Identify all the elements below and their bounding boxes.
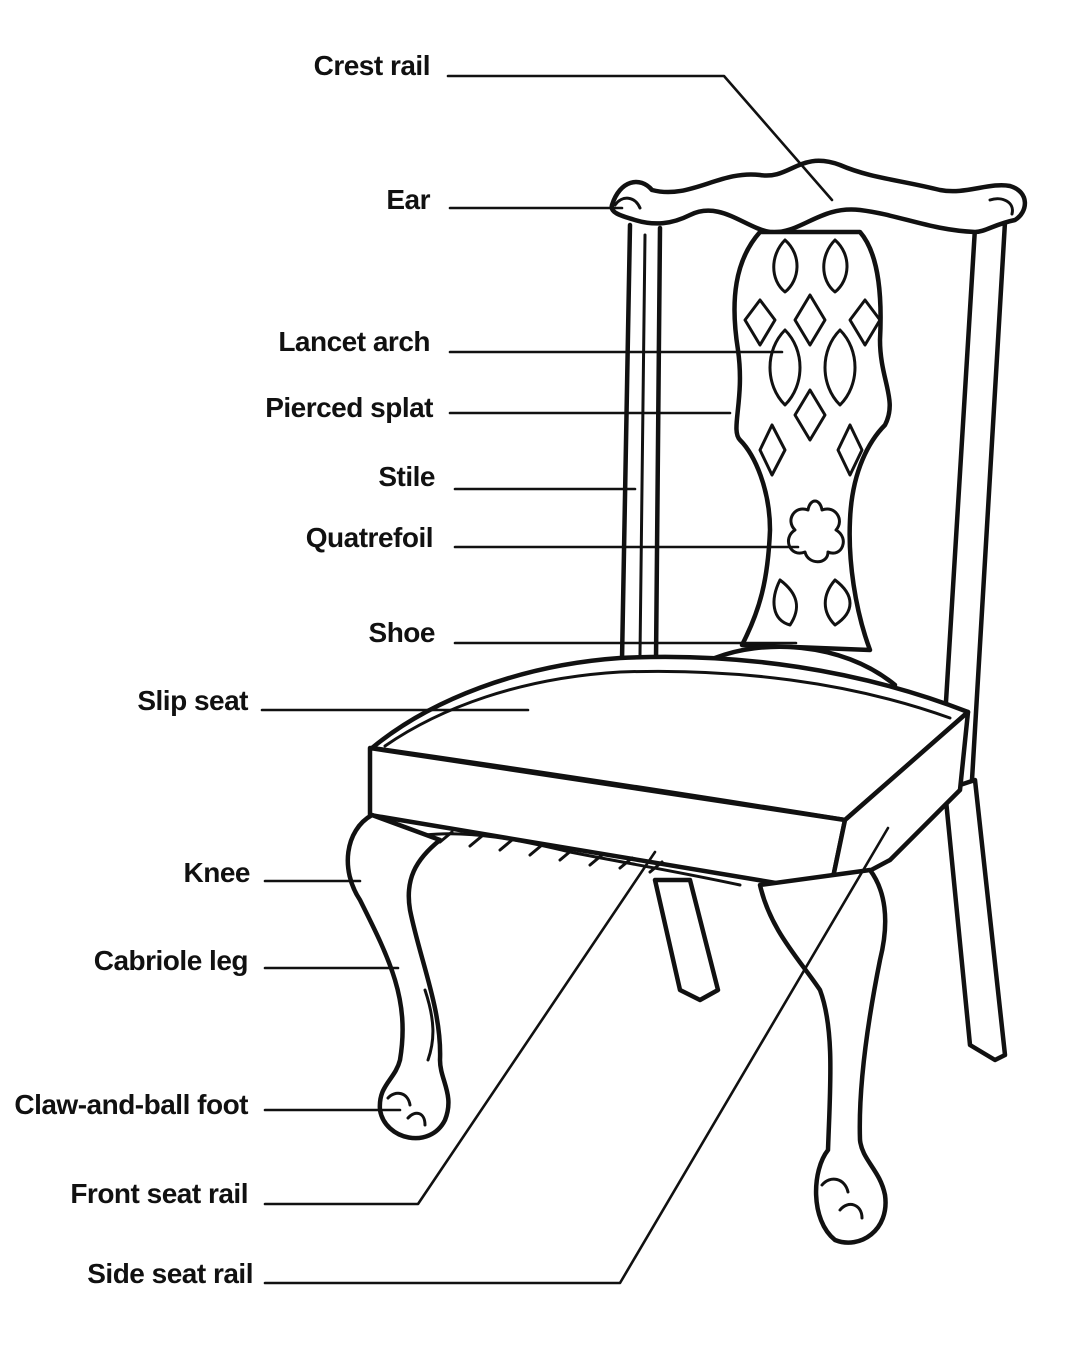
label-quatrefoil: Quatrefoil bbox=[306, 522, 433, 553]
quatrefoil bbox=[787, 499, 845, 564]
chippendale-chair-illustration bbox=[345, 158, 1028, 1245]
label-ear: Ear bbox=[386, 184, 430, 215]
label-lancet-arch: Lancet arch bbox=[278, 326, 430, 357]
ear-right bbox=[988, 197, 1014, 216]
label-front-seat-rail: Front seat rail bbox=[70, 1178, 248, 1209]
stile-right bbox=[942, 219, 1008, 783]
crest-rail bbox=[609, 158, 1028, 235]
label-shoe: Shoe bbox=[369, 617, 435, 648]
label-knee: Knee bbox=[184, 857, 250, 888]
label-pierced-splat: Pierced splat bbox=[265, 392, 433, 423]
label-claw-and-ball-foot: Claw-and-ball foot bbox=[14, 1089, 248, 1120]
label-crest-rail: Crest rail bbox=[314, 50, 430, 81]
knee-highlight bbox=[423, 988, 435, 1062]
pierced-splat bbox=[732, 229, 892, 653]
leader-front-seat-rail bbox=[263, 850, 657, 1206]
shoe bbox=[712, 644, 898, 688]
leader-crest-rail bbox=[446, 74, 834, 202]
stile-left bbox=[619, 222, 663, 663]
back-left-leg bbox=[652, 877, 721, 1003]
label-side-seat-rail: Side seat rail bbox=[87, 1258, 253, 1289]
label-stile: Stile bbox=[378, 461, 435, 492]
label-cabriole-leg: Cabriole leg bbox=[94, 945, 248, 976]
part-labels: Crest rail Ear Lancet arch Pierced splat… bbox=[14, 50, 435, 1289]
cabriole-leg-front-right bbox=[757, 867, 888, 1245]
cabriole-leg-front-left bbox=[345, 812, 451, 1141]
claw-and-ball-foot-right bbox=[820, 1177, 864, 1220]
label-slip-seat: Slip seat bbox=[137, 685, 248, 716]
back-right-leg bbox=[942, 777, 1008, 1063]
splat-piercings bbox=[743, 238, 882, 627]
ear-left bbox=[613, 196, 642, 210]
leader-side-seat-rail bbox=[263, 826, 890, 1285]
claw-and-ball-foot-left bbox=[386, 1091, 427, 1127]
leader-lines bbox=[260, 74, 890, 1285]
